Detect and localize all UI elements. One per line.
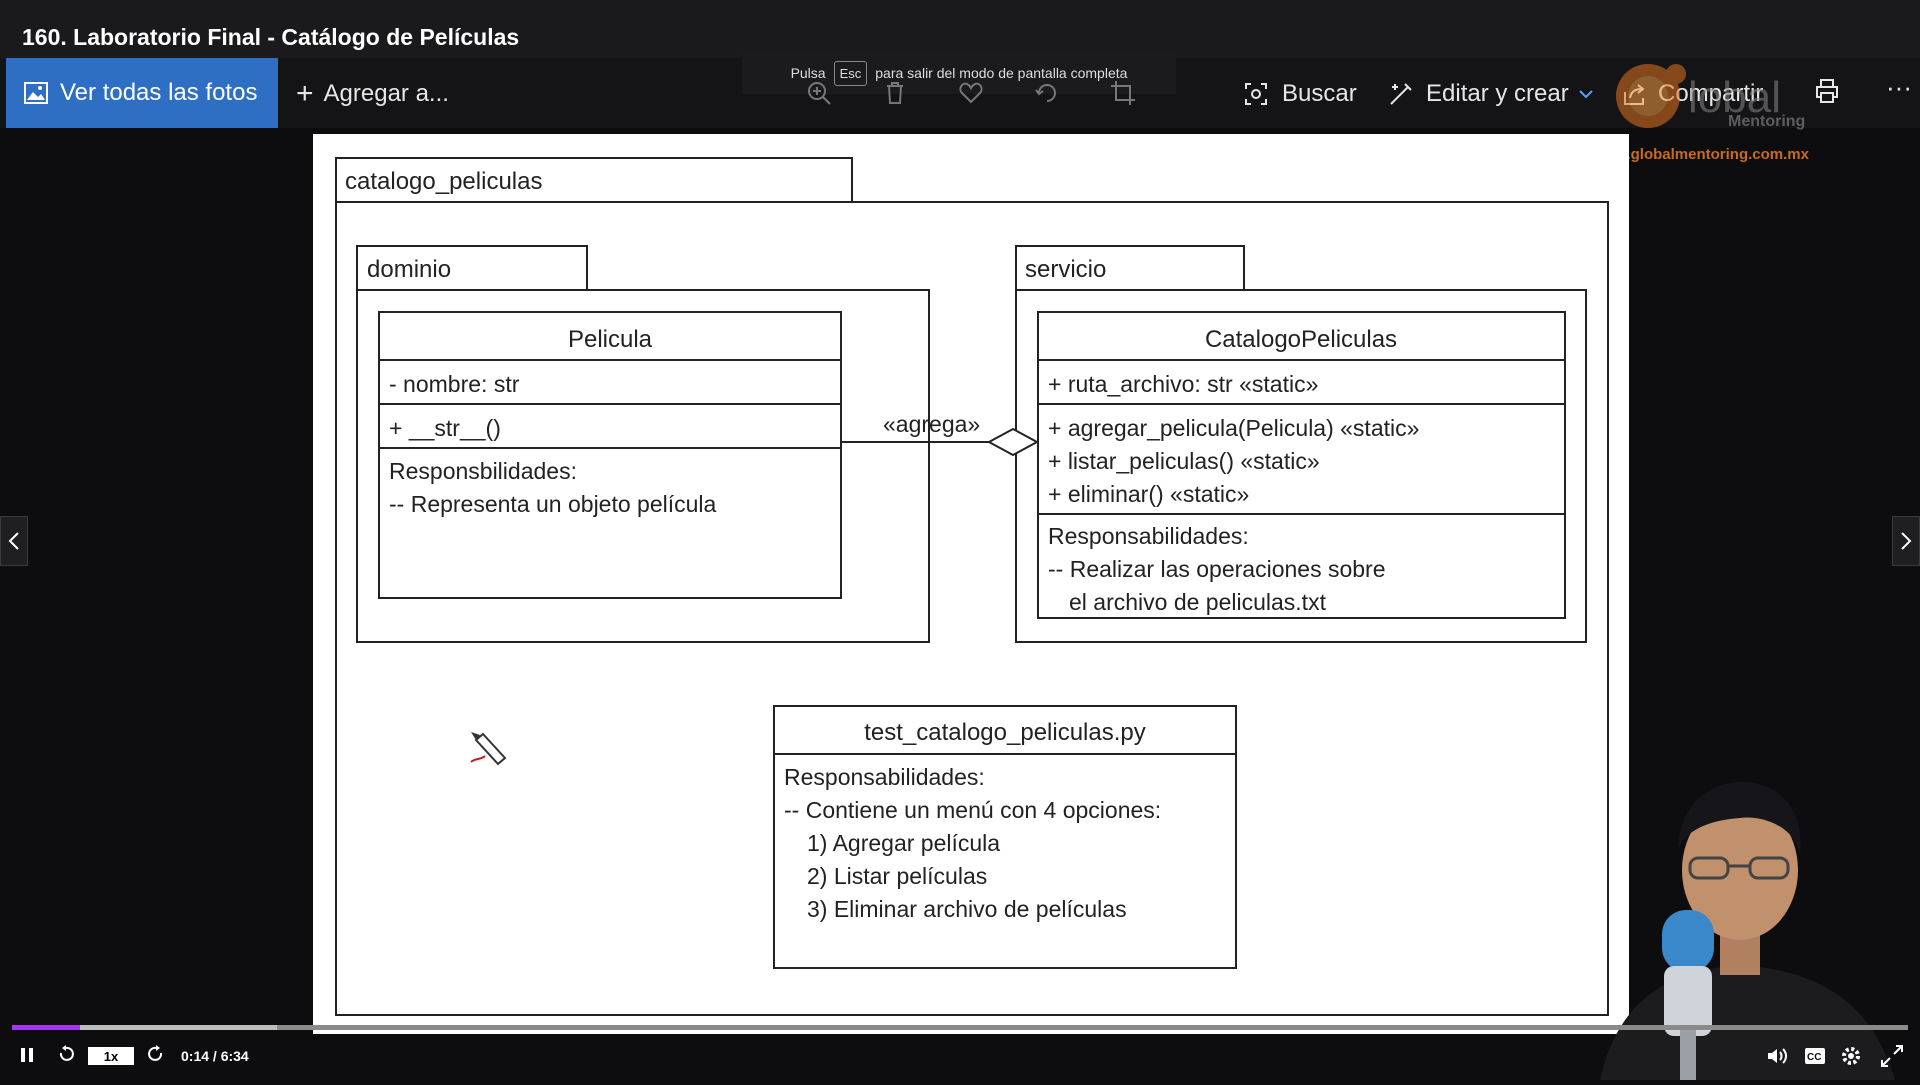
test-resp-title: Responsabilidades:	[784, 764, 985, 790]
add-to-label: Agregar a...	[323, 80, 449, 107]
next-image-button[interactable]	[1892, 516, 1920, 566]
esc-key-badge: Esc	[833, 60, 868, 86]
favorite-heart-icon[interactable]	[958, 80, 986, 106]
previous-image-button[interactable]	[0, 516, 28, 566]
photo-gallery-icon	[24, 82, 48, 104]
root-package-label: catalogo_peliculas	[345, 168, 542, 195]
progress-buffered	[12, 1025, 278, 1030]
edit-create-icon	[1388, 81, 1414, 107]
chevron-left-icon	[8, 532, 20, 550]
print-button[interactable]	[1814, 78, 1840, 104]
pause-icon[interactable]	[20, 1047, 34, 1063]
plus-icon: +	[296, 77, 314, 110]
catalogo-resp-line-1: -- Realizar las operaciones sobre	[1048, 556, 1386, 582]
catalogo-attribute: + ruta_archivo: str «static»	[1048, 371, 1318, 397]
more-options-button[interactable]: ···	[1886, 72, 1912, 103]
catalogo-class-name: CatalogoPeliculas	[1205, 326, 1397, 353]
catalogo-method-1: + agregar_pelicula(Pelicula) «static»	[1048, 415, 1419, 441]
printer-icon	[1814, 78, 1840, 104]
image-actions	[806, 80, 1138, 106]
rewind-icon[interactable]	[56, 1044, 76, 1064]
pelicula-method: + __str__()	[389, 415, 501, 441]
pelicula-resp-line: -- Representa un objeto película	[389, 491, 717, 517]
esc-hint-suffix: para salir del modo de pantalla completa	[875, 65, 1128, 81]
chevron-right-icon	[1900, 532, 1912, 550]
captions-icon[interactable]: CC	[1804, 1047, 1826, 1065]
delete-icon[interactable]	[882, 80, 910, 106]
progress-track[interactable]	[12, 1025, 1908, 1030]
svg-text:lobal: lobal	[1688, 73, 1781, 122]
lecture-title: 160. Laboratorio Final - Catálogo de Pel…	[22, 24, 520, 50]
aggregation-diamond	[986, 427, 1040, 457]
domain-package-tab	[356, 245, 588, 291]
catalogo-method-3: + eliminar() «static»	[1048, 481, 1249, 507]
edit-create-label: Editar y crear	[1426, 80, 1569, 107]
chevron-down-icon	[1579, 89, 1593, 99]
test-module-box	[773, 705, 1237, 969]
visual-search-icon	[1244, 82, 1268, 106]
pencil-cursor-icon	[470, 732, 507, 766]
watermark-url: www.globalmentoring.com.mx	[1592, 146, 1809, 163]
domain-package-label: dominio	[367, 256, 451, 283]
svg-text:Mentoring: Mentoring	[1728, 113, 1805, 130]
view-all-photos-label: Ver todas las fotos	[60, 79, 258, 106]
pelicula-class-name: Pelicula	[568, 326, 653, 353]
catalogo-resp-title: Responsabilidades:	[1048, 523, 1249, 549]
aggregation-label: «agrega»	[883, 411, 980, 437]
catalogo-method-2: + listar_peliculas() «static»	[1048, 448, 1320, 474]
catalogo-class-box	[1037, 311, 1566, 619]
exit-fullscreen-icon[interactable]	[1880, 1044, 1904, 1068]
title-bar: 160. Laboratorio Final - Catálogo de Pel…	[0, 0, 1920, 58]
test-option-2: 2) Listar películas	[807, 863, 987, 889]
volume-icon[interactable]	[1766, 1046, 1788, 1066]
fullscreen-exit-hint: Pulsa Esc para salir del modo de pantall…	[742, 52, 1176, 94]
crop-icon[interactable]	[1110, 80, 1138, 106]
pelicula-class-box	[378, 311, 842, 599]
search-button[interactable]: Buscar	[1244, 80, 1357, 108]
esc-hint-prefix: Pulsa	[790, 65, 826, 81]
catalogo-resp-line-2: el archivo de peliculas.txt	[1069, 589, 1327, 615]
search-label: Buscar	[1282, 80, 1357, 107]
watermark-logo: lobal Mentoring	[1588, 60, 1828, 170]
test-resp-line: -- Contiene un menú con 4 opciones:	[784, 797, 1161, 823]
zoom-in-icon[interactable]	[806, 80, 834, 106]
view-all-photos-button[interactable]: Ver todas las fotos	[6, 58, 278, 128]
forward-icon[interactable]	[146, 1044, 166, 1064]
playback-time: 0:14 / 6:34	[181, 1048, 249, 1064]
svg-text:CC: CC	[1807, 1052, 1821, 1063]
test-module-name: test_catalogo_peliculas.py	[864, 719, 1146, 746]
settings-gear-icon[interactable]	[1840, 1045, 1862, 1067]
pelicula-attribute: - nombre: str	[389, 371, 520, 397]
edit-create-button[interactable]: Editar y crear	[1388, 80, 1593, 108]
test-option-1: 1) Agregar película	[807, 830, 1000, 856]
playback-rate-button[interactable]: 1x	[88, 1047, 134, 1065]
uml-diagram: catalogo_peliculas dominio Pelicula - no…	[335, 157, 1609, 1016]
rotate-icon[interactable]	[1034, 80, 1062, 106]
slide-image: catalogo_peliculas dominio Pelicula - no…	[313, 134, 1629, 1034]
pelicula-resp-title: Responsbilidades:	[389, 458, 577, 484]
add-to-button[interactable]: + Agregar a...	[296, 77, 449, 110]
more-dots-icon: ···	[1886, 72, 1912, 102]
service-package-label: servicio	[1025, 256, 1106, 283]
service-package-tab	[1015, 245, 1245, 291]
test-option-3: 3) Eliminar archivo de películas	[807, 896, 1127, 922]
progress-played	[12, 1025, 81, 1030]
